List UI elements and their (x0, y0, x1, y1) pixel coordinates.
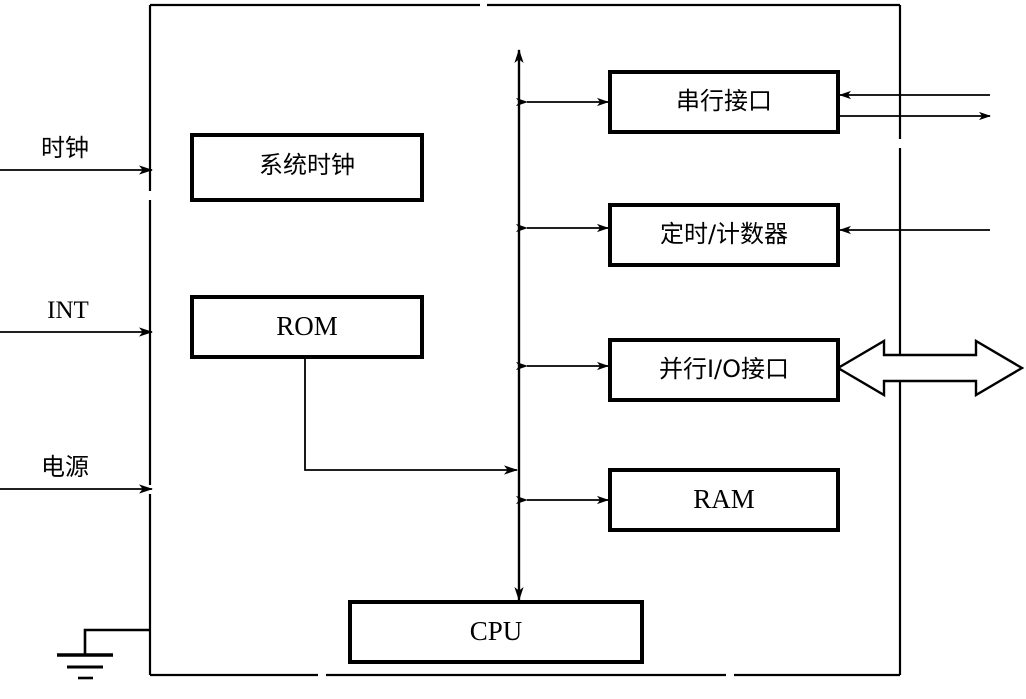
ram-box (608, 468, 840, 532)
external-peripheral-io (839, 90, 991, 235)
system-clock-box (190, 133, 424, 202)
cpu-box (348, 600, 644, 664)
clock-signal-label: 时钟 (41, 134, 89, 162)
timer-counter-box (608, 203, 840, 267)
parallel-io-label: 并行I/O接口 (658, 355, 790, 383)
external-input-lines (0, 165, 153, 494)
parallel-io-box (608, 338, 840, 402)
int-signal-label: INT (47, 297, 89, 324)
serial-interface-box (608, 70, 840, 134)
internal-block-rects (190, 70, 840, 664)
timer-counter-label: 定时/计数器 (659, 220, 789, 248)
system-clock-label: 系统时钟 (259, 151, 355, 179)
parallel-io-bus-arrow (835, 338, 1025, 398)
rom-to-bus-connector (304, 357, 518, 475)
cpu-label: CPU (469, 616, 523, 646)
ground-symbol (57, 628, 150, 680)
ram-label: RAM (693, 484, 755, 514)
power-signal-label: 电源 (41, 453, 89, 481)
rom-label: ROM (276, 311, 338, 341)
bus-peripheral-links (516, 97, 609, 505)
serial-interface-label: 串行接口 (676, 87, 772, 115)
rom-box (190, 295, 424, 359)
